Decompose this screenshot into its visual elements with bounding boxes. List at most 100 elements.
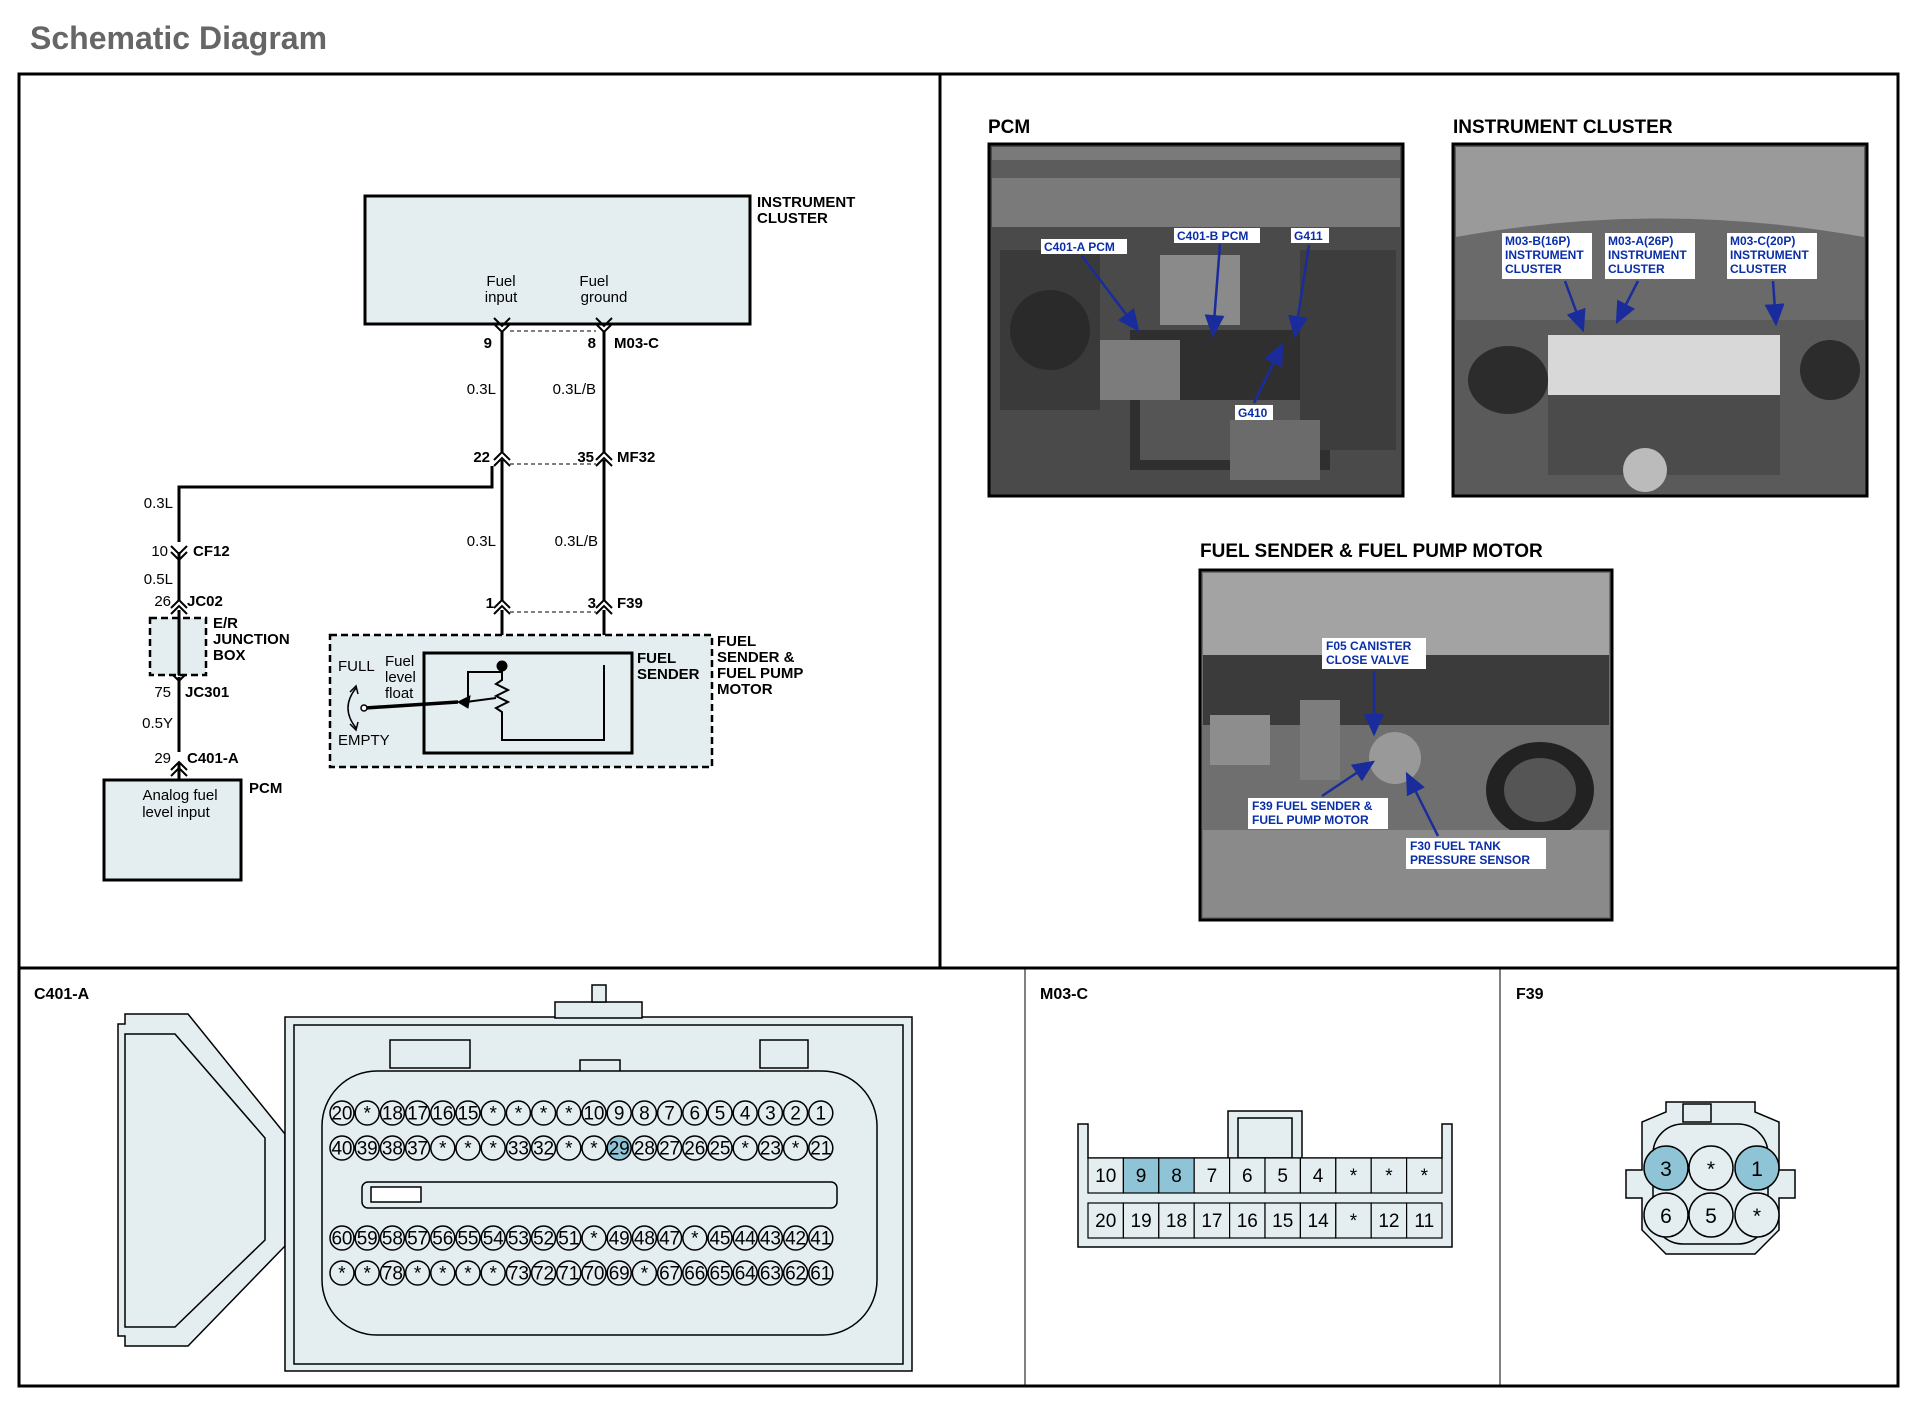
fuel-sender-label: FUEL <box>637 650 676 667</box>
m03c-pin-9: 9 <box>484 335 492 352</box>
c401a-pin <box>379 1100 406 1126</box>
c401a-pin-label: 41 <box>810 1229 831 1250</box>
fuel-module-label-4: MOTOR <box>717 681 773 698</box>
float-label-3: float <box>385 685 414 702</box>
instrument-cluster-label: INSTRUMENT <box>757 194 855 211</box>
c401a-pin <box>329 1100 355 1126</box>
pcm-photo-heading: PCM <box>988 117 1030 138</box>
c401a-pin-label: 78 <box>382 1264 403 1285</box>
c401a-pin <box>379 1135 406 1161</box>
c401a-pin <box>455 1260 481 1286</box>
wire-lower-left-label: 0.3L <box>467 533 496 550</box>
c401a-pin-label: * <box>489 1139 497 1160</box>
m03c-pin-label: 12 <box>1378 1211 1399 1232</box>
m03c-pin <box>1264 1157 1302 1194</box>
c401a-pin-label: 39 <box>357 1139 378 1160</box>
c401a-pin-label: 21 <box>810 1139 831 1160</box>
c401a-pin-label: * <box>489 1104 497 1125</box>
c401a-pin-label: 56 <box>432 1229 453 1250</box>
callout-m03c-3: CLUSTER <box>1730 262 1787 276</box>
c401a-pin-label: * <box>515 1104 523 1125</box>
c401a-pin-label: 10 <box>584 1104 605 1125</box>
c401a-pin-label: 15 <box>458 1104 479 1125</box>
cf12-pin: 10 <box>151 543 168 560</box>
c401a-pin <box>606 1260 632 1286</box>
c401a-pin <box>707 1100 733 1126</box>
c401a-pin <box>354 1225 380 1251</box>
fuel-input-label-2: input <box>485 289 518 306</box>
c401a-pin-label: * <box>464 1264 472 1285</box>
c401a-pin <box>329 1260 355 1286</box>
m03c-pin <box>1122 1202 1160 1239</box>
junction-label: E/R <box>213 615 238 632</box>
c401a-pin-label: 4 <box>740 1104 751 1125</box>
c401a-pin <box>404 1260 431 1286</box>
c401a-pin <box>530 1100 557 1126</box>
wire-upper-right-label: 0.3L/B <box>553 381 596 398</box>
m03c-pin <box>1193 1202 1231 1239</box>
c401a-pin-label: 3 <box>765 1104 776 1125</box>
c401a-pin <box>556 1135 582 1161</box>
c401a-pin-label: 8 <box>639 1104 650 1125</box>
f39-pin-label: 5 <box>1705 1205 1717 1228</box>
m03c-pin-label: 17 <box>1201 1211 1222 1232</box>
c401a-pin <box>354 1260 380 1286</box>
m03c-pin-label: 7 <box>1207 1166 1218 1187</box>
c401a-pin <box>430 1225 456 1251</box>
c401a-pin-label: 28 <box>634 1139 655 1160</box>
c401a-pin-label: 53 <box>508 1229 529 1250</box>
c401a-pin <box>631 1225 658 1251</box>
c401a-pin: 29 <box>154 750 171 767</box>
c401a-pin <box>732 1100 758 1126</box>
c401a-pin <box>808 1135 834 1161</box>
fuel-module-label-2: SENDER & <box>717 649 795 666</box>
fuel-photo-heading: FUEL SENDER & FUEL PUMP MOTOR <box>1200 541 1543 562</box>
c401a-pin-label: 67 <box>659 1264 680 1285</box>
c401a-pin-label: 43 <box>760 1229 781 1250</box>
m03c-pin <box>1228 1202 1266 1239</box>
m03c-pin-label: 14 <box>1308 1211 1330 1232</box>
c401a-pin-label: * <box>565 1139 573 1160</box>
c401a-pin-label: 64 <box>735 1264 756 1285</box>
f39-pin <box>1734 1145 1780 1191</box>
c401a-pin-label: * <box>641 1264 649 1285</box>
callout-c401b-pcm: C401-B PCM <box>1177 229 1248 243</box>
f39-pin <box>1643 1192 1689 1238</box>
c401a-pin-label: 51 <box>558 1229 579 1250</box>
cluster-callouts: M03-B(16P) INSTRUMENT CLUSTER M03-A(26P)… <box>1502 233 1817 333</box>
c401a-pin <box>379 1225 406 1251</box>
cluster-photo-heading: INSTRUMENT CLUSTER <box>1453 117 1673 138</box>
c401a-pin <box>530 1260 557 1286</box>
f39-pin-label: 6 <box>1660 1205 1672 1228</box>
fuel-sender-circuit <box>347 660 605 741</box>
fuel-module-label-3: FUEL PUMP <box>717 665 803 682</box>
c401a-pin-label: * <box>439 1139 447 1160</box>
c401a-pin <box>656 1100 683 1126</box>
mf32-connector-name: MF32 <box>617 449 655 466</box>
c401a-pin-label: 9 <box>614 1104 625 1125</box>
c401a-pin <box>354 1135 380 1161</box>
instrument-cluster-label-2: CLUSTER <box>757 210 828 227</box>
m03c-pin <box>1264 1202 1302 1239</box>
fuel-ground-label: Fuel <box>579 273 608 290</box>
c401a-pin-label: 58 <box>382 1229 403 1250</box>
c401a-pin-label: * <box>338 1264 346 1285</box>
c401a-pin <box>707 1225 733 1251</box>
c401a-pin <box>530 1225 557 1251</box>
c401a-pin <box>782 1135 809 1161</box>
c401a-pin-label: 26 <box>684 1139 705 1160</box>
junction-label-3: BOX <box>213 647 246 664</box>
m03c-pin-label: 11 <box>1414 1211 1434 1232</box>
m03c-pin-label: * <box>1350 1211 1358 1232</box>
m03c-pin-label: 10 <box>1095 1166 1116 1187</box>
pcm-label: PCM <box>249 780 282 797</box>
m03c-pin <box>1299 1157 1337 1194</box>
c401a-pin-label: 32 <box>533 1139 554 1160</box>
c401a-pin-label: 27 <box>659 1139 680 1160</box>
c401a-pin <box>379 1260 406 1286</box>
c401a-pin <box>606 1225 632 1251</box>
c401a-pin-label: 72 <box>533 1264 554 1285</box>
